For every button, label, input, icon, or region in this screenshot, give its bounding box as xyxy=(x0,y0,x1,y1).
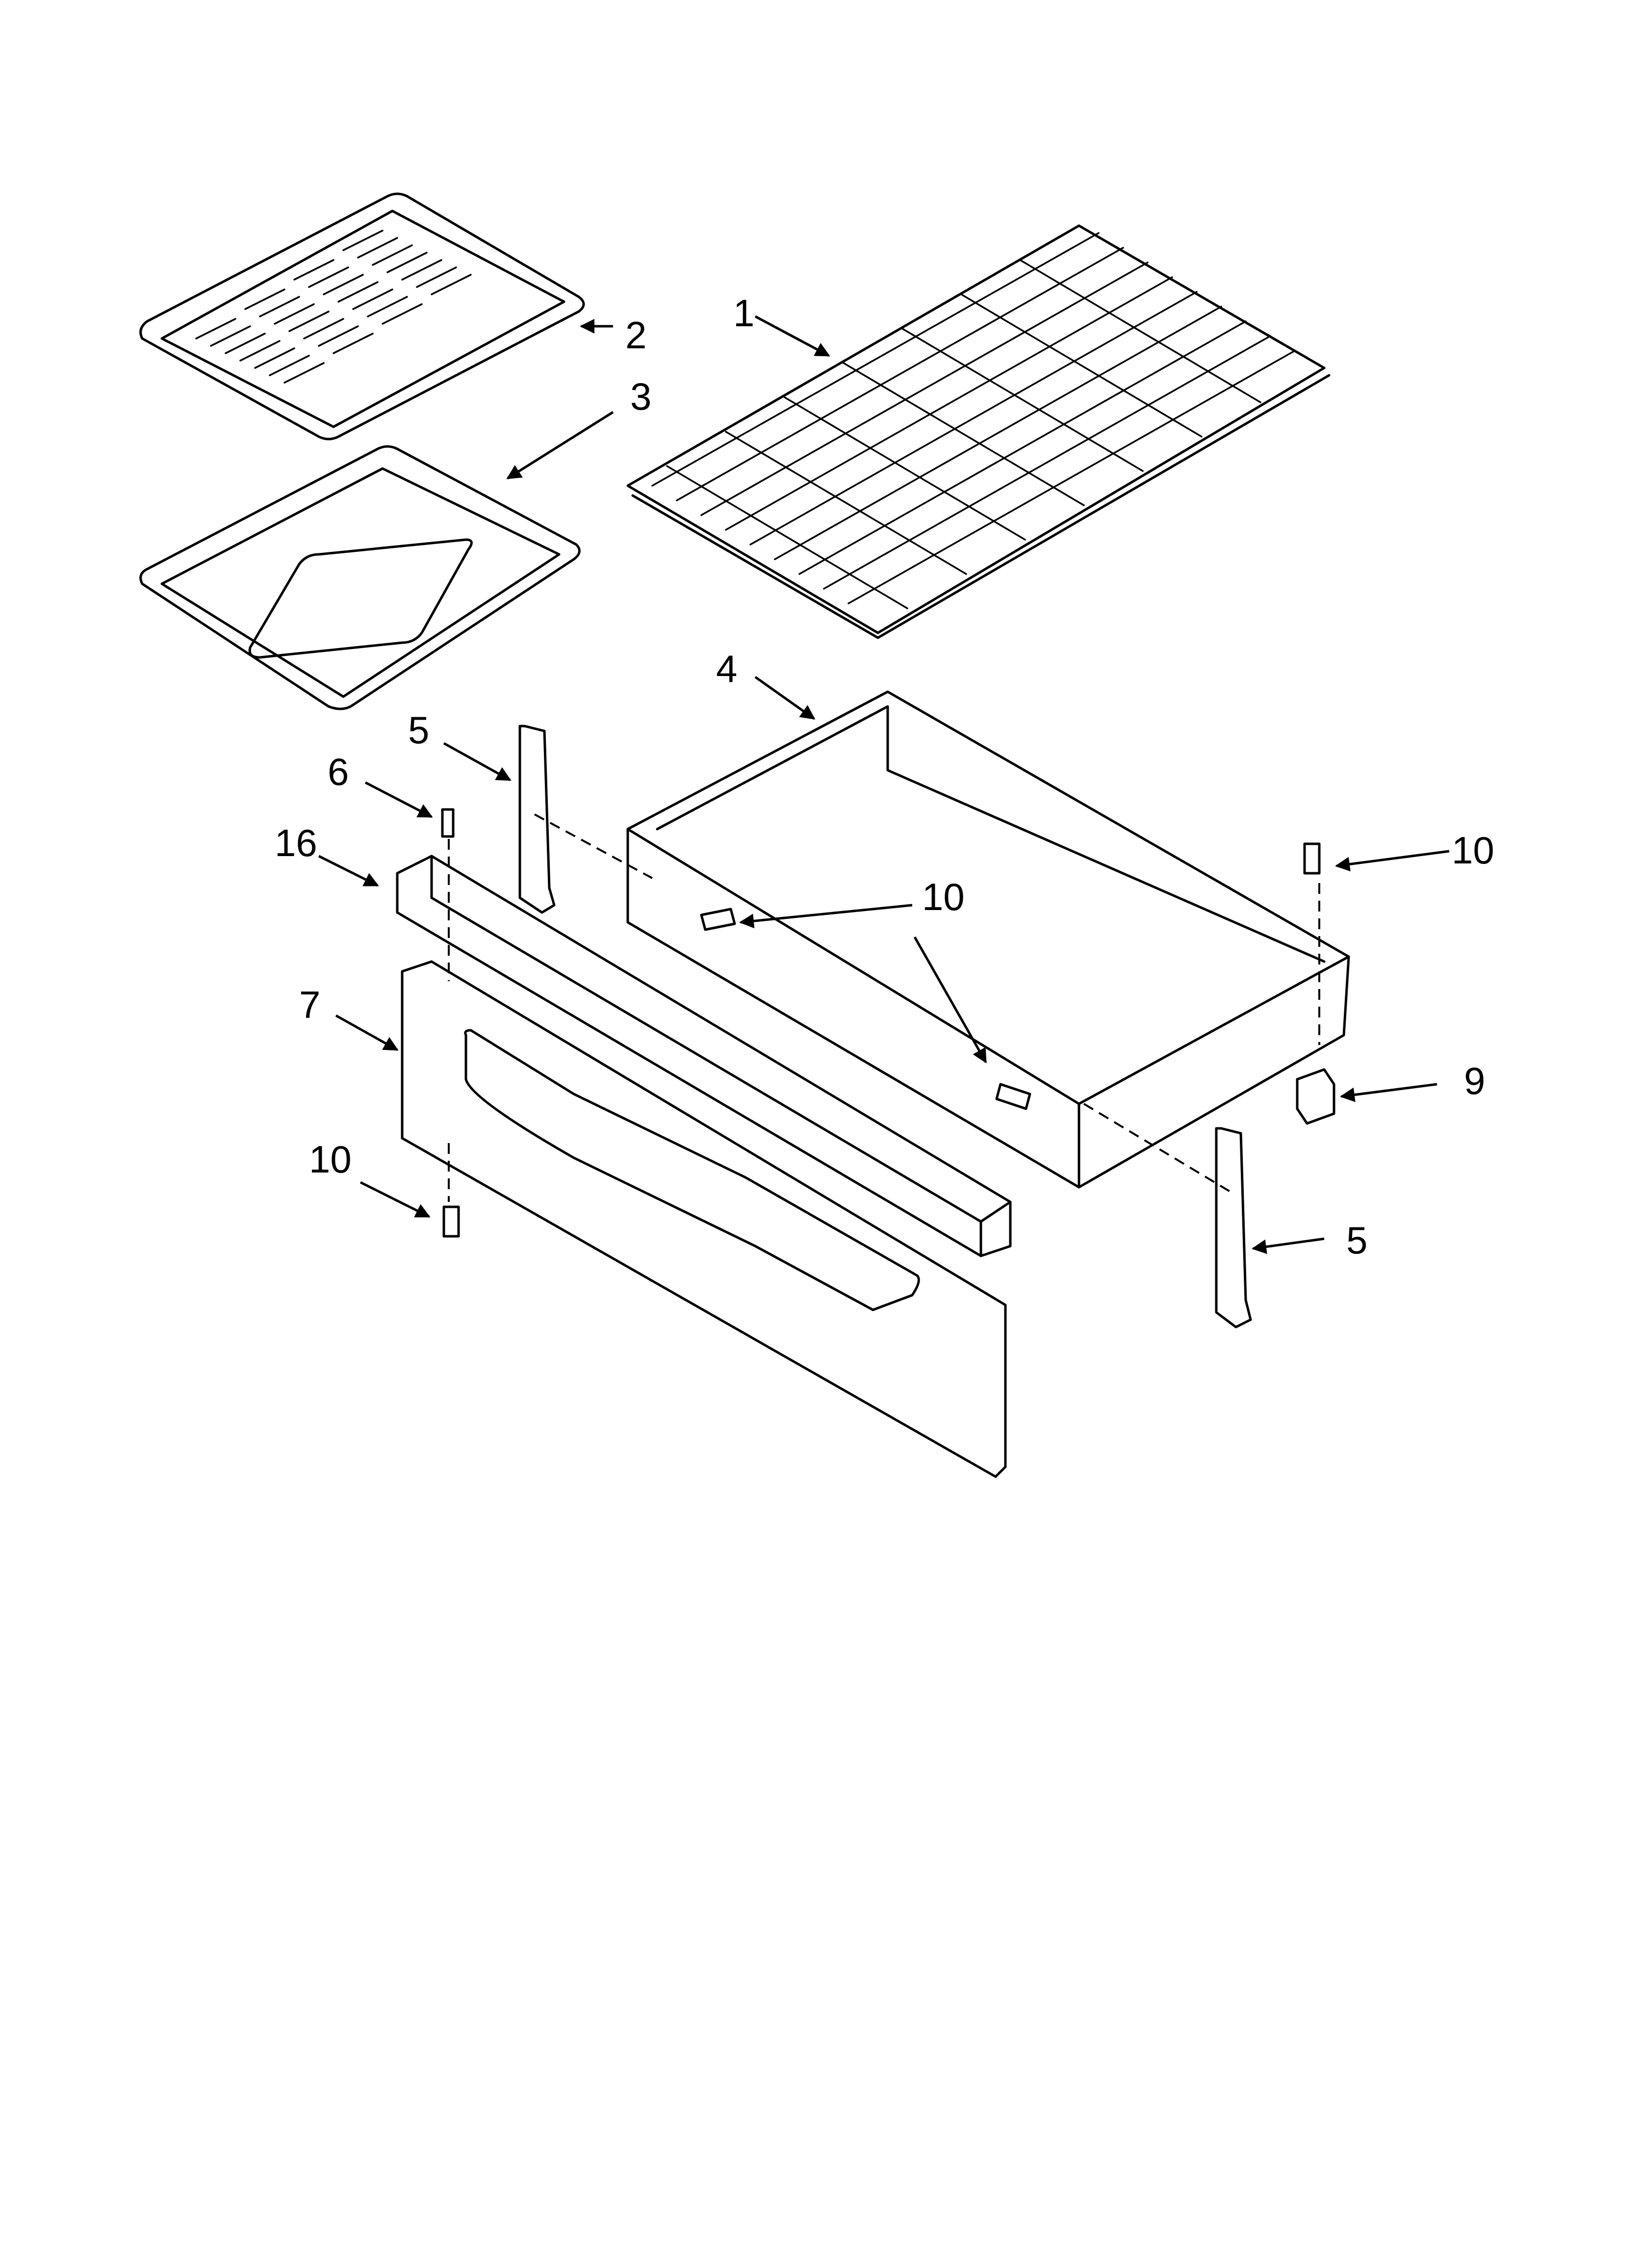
callout-10-middle: 10 xyxy=(922,875,965,918)
screw-10-bottom xyxy=(442,1205,460,1238)
drawer-front-panel xyxy=(401,960,1007,1478)
broiler-pan xyxy=(139,445,581,710)
screw-10-top xyxy=(1303,842,1321,875)
callout-16: 16 xyxy=(275,821,317,864)
screw-6 xyxy=(441,808,455,838)
callout-1: 1 xyxy=(733,291,754,335)
callout-4: 4 xyxy=(716,647,737,690)
callout-9: 9 xyxy=(1464,1059,1485,1102)
assembly-lines xyxy=(448,813,1320,1202)
callout-3: 3 xyxy=(630,375,651,418)
screw-10-rail-left xyxy=(700,908,736,931)
broiler-grid xyxy=(139,192,585,441)
drawer-slide-left xyxy=(518,725,556,914)
drawer-slide-right xyxy=(1215,1127,1252,1329)
callout-6: 6 xyxy=(328,750,349,793)
callout-2: 2 xyxy=(625,313,646,357)
screw-10-rail-right xyxy=(995,1083,1031,1110)
callout-10-upper-right: 10 xyxy=(1452,829,1494,872)
callout-10-lower-left: 10 xyxy=(309,1138,352,1181)
oven-rack xyxy=(626,224,1331,639)
drawer-rail xyxy=(396,855,1012,1257)
leader-lines xyxy=(318,315,1450,1254)
drawer-box xyxy=(626,690,1350,1189)
callout-7: 7 xyxy=(299,983,320,1026)
callout-5-left: 5 xyxy=(408,708,429,752)
callout-labels: 1 2 3 4 5 5 6 7 9 10 10 10 16 xyxy=(275,291,1494,1262)
callout-5-right: 5 xyxy=(1346,1219,1367,1262)
clip-9 xyxy=(1296,1068,1335,1125)
